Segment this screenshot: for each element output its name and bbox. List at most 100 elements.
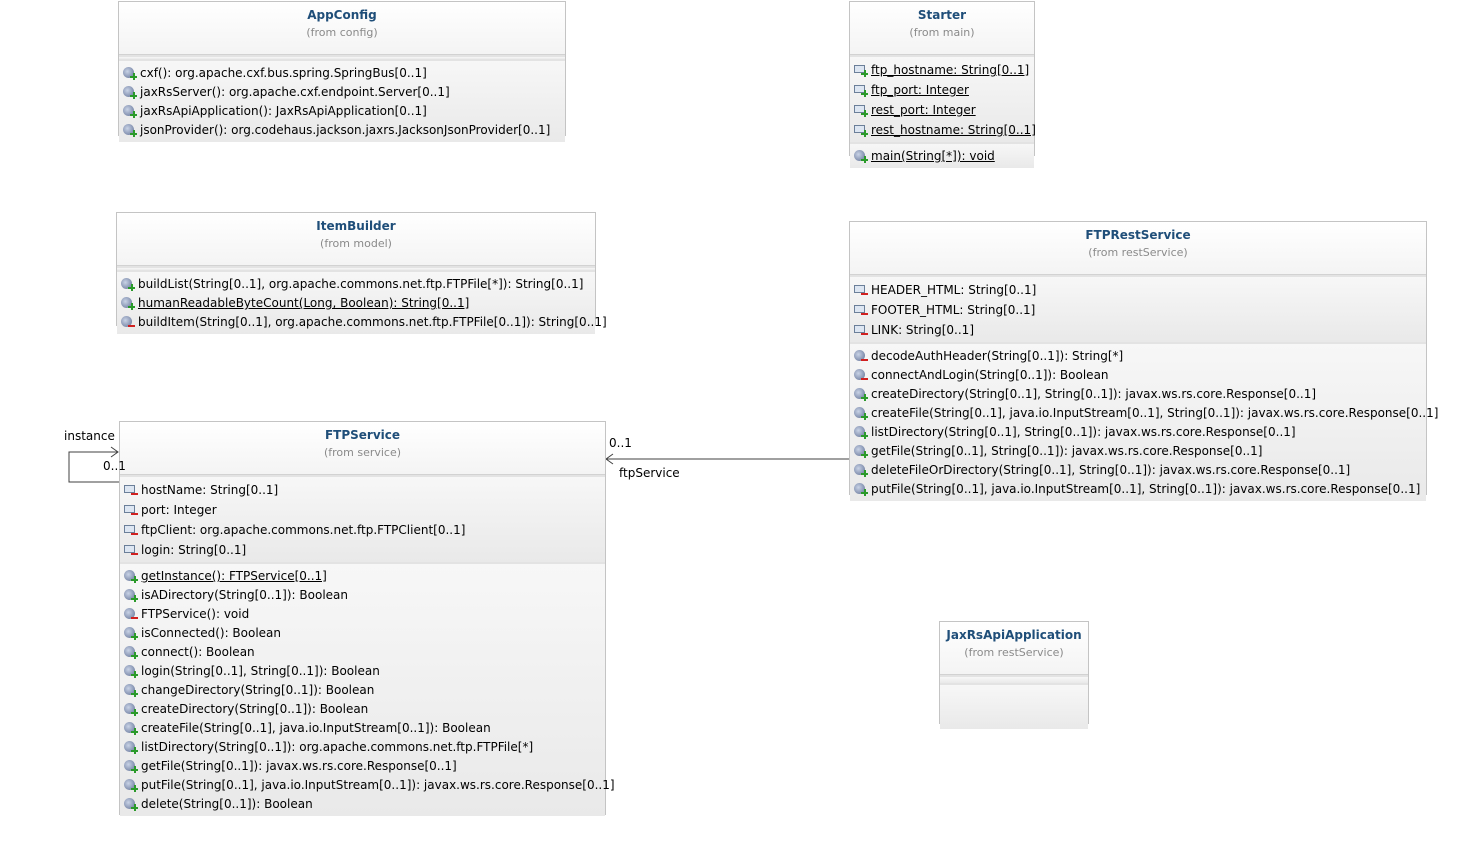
ftpservice-multiplicity-label: 0..1 xyxy=(609,436,632,450)
attribute-signature: rest_port: Integer xyxy=(871,103,976,117)
attribute-signature: ftpClient: org.apache.commons.net.ftp.FT… xyxy=(141,523,466,537)
operation-signature: buildItem(String[0..1], org.apache.commo… xyxy=(138,315,607,329)
operation-signature: createFile(String[0..1], java.io.InputSt… xyxy=(871,406,1439,420)
operation-signature: putFile(String[0..1], java.io.InputStrea… xyxy=(141,778,615,792)
class-jaxrsapiapplication[interactable]: JaxRsApiApplication (from restService) xyxy=(939,621,1089,729)
operation-icon xyxy=(854,388,868,401)
attribute-signature: ftp_port: Integer xyxy=(871,83,969,97)
operation-row[interactable]: jsonProvider(): org.codehaus.jackson.jax… xyxy=(119,121,565,140)
operation-row[interactable]: createFile(String[0..1], java.io.InputSt… xyxy=(850,404,1438,423)
attribute-row[interactable]: login: String[0..1] xyxy=(120,540,605,560)
class-name: Starter xyxy=(917,8,967,22)
class-package: (from main) xyxy=(909,26,975,39)
operation-signature: login(String[0..1], String[0..1]): Boole… xyxy=(141,664,380,678)
attribute-row[interactable]: rest_port: Integer xyxy=(850,100,1034,120)
operation-row[interactable]: cxf(): org.apache.cxf.bus.spring.SpringB… xyxy=(119,64,565,83)
attribute-row[interactable]: ftp_hostname: String[0..1] xyxy=(850,60,1034,80)
operation-row[interactable]: getFile(String[0..1], String[0..1]): jav… xyxy=(850,442,1426,461)
operation-row[interactable]: connectAndLogin(String[0..1]): Boolean xyxy=(850,366,1426,385)
operation-row[interactable]: deleteFileOrDirectory(String[0..1], Stri… xyxy=(850,461,1426,480)
operation-row[interactable]: jaxRsApiApplication(): JaxRsApiApplicati… xyxy=(119,102,565,121)
operation-signature: connect(): Boolean xyxy=(141,645,255,659)
attribute-icon xyxy=(854,324,868,335)
operation-row[interactable]: login(String[0..1], String[0..1]): Boole… xyxy=(120,662,605,681)
attribute-row[interactable]: LINK: String[0..1] xyxy=(850,320,1426,340)
operation-row[interactable]: changeDirectory(String[0..1]): Boolean xyxy=(120,681,605,700)
operation-signature: main(String[*]): void xyxy=(871,149,995,163)
operation-row[interactable]: putFile(String[0..1], java.io.InputStrea… xyxy=(120,776,615,795)
operation-signature: createDirectory(String[0..1]): Boolean xyxy=(141,702,369,716)
operation-row[interactable]: putFile(String[0..1], java.io.InputStrea… xyxy=(850,480,1426,499)
class-name: FTPService xyxy=(324,428,401,442)
operation-signature: getInstance(): FTPService[0..1] xyxy=(141,569,327,583)
class-appconfig[interactable]: AppConfig (from config) cxf(): org.apach… xyxy=(118,1,566,142)
attribute-row[interactable]: hostName: String[0..1] xyxy=(120,480,605,500)
class-itembuilder[interactable]: ItemBuilder (from model) buildList(Strin… xyxy=(116,212,607,334)
attribute-signature: hostName: String[0..1] xyxy=(141,483,279,497)
operation-row[interactable]: buildList(String[0..1], org.apache.commo… xyxy=(117,275,595,294)
attribute-signature: LINK: String[0..1] xyxy=(871,323,975,337)
attribute-icon xyxy=(854,124,868,137)
attribute-signature: login: String[0..1] xyxy=(141,543,247,557)
class-package: (from service) xyxy=(323,446,402,459)
attribute-row[interactable]: port: Integer xyxy=(120,500,605,520)
class-package: (from config) xyxy=(306,26,378,39)
operation-row[interactable]: createFile(String[0..1], java.io.InputSt… xyxy=(120,719,605,738)
operation-row[interactable]: getFile(String[0..1]): javax.ws.rs.core.… xyxy=(120,757,605,776)
class-starter[interactable]: Starter (from main) ftp_hostname: String… xyxy=(849,1,1036,168)
operation-icon xyxy=(124,608,138,619)
operation-icon xyxy=(124,646,138,659)
operation-row[interactable]: getInstance(): FTPService[0..1] xyxy=(120,567,605,586)
operation-row[interactable]: jaxRsServer(): org.apache.cxf.endpoint.S… xyxy=(119,83,565,102)
operation-row[interactable]: listDirectory(String[0..1], String[0..1]… xyxy=(850,423,1426,442)
attributes-compartment xyxy=(940,675,1088,683)
operation-row[interactable]: connect(): Boolean xyxy=(120,643,605,662)
attribute-signature: port: Integer xyxy=(141,503,217,517)
class-package: (from restService) xyxy=(1088,246,1188,259)
operation-signature: isConnected(): Boolean xyxy=(141,626,282,640)
operation-row[interactable]: isConnected(): Boolean xyxy=(120,624,605,643)
operation-signature: getFile(String[0..1]): javax.ws.rs.core.… xyxy=(141,759,457,773)
operation-row[interactable]: listDirectory(String[0..1]): org.apache.… xyxy=(120,738,605,757)
operation-icon xyxy=(124,589,138,602)
operation-icon xyxy=(854,426,868,439)
operations-compartment: cxf(): org.apache.cxf.bus.spring.SpringB… xyxy=(119,59,565,142)
operation-row[interactable]: humanReadableByteCount(Long, Boolean): S… xyxy=(117,294,595,313)
operation-row[interactable]: buildItem(String[0..1], org.apache.commo… xyxy=(117,313,607,332)
operations-compartment: decodeAuthHeader(String[0..1]): String[*… xyxy=(850,342,1438,501)
class-name: ItemBuilder xyxy=(316,219,396,233)
operation-row[interactable]: decodeAuthHeader(String[0..1]): String[*… xyxy=(850,347,1426,366)
attribute-row[interactable]: ftpClient: org.apache.commons.net.ftp.FT… xyxy=(120,520,605,540)
operation-signature: getFile(String[0..1], String[0..1]): jav… xyxy=(871,444,1263,458)
operation-row[interactable]: FTPService(): void xyxy=(120,605,605,624)
operation-row[interactable]: createDirectory(String[0..1]): Boolean xyxy=(120,700,605,719)
attribute-icon xyxy=(124,524,138,535)
operation-icon xyxy=(124,760,138,773)
ftpservice-association-arrowhead xyxy=(605,453,614,465)
operation-signature: connectAndLogin(String[0..1]): Boolean xyxy=(871,368,1109,382)
attributes-compartment: HEADER_HTML: String[0..1]FOOTER_HTML: St… xyxy=(850,275,1426,342)
attribute-row[interactable]: ftp_port: Integer xyxy=(850,80,1034,100)
operation-icon xyxy=(854,445,868,458)
class-package: (from restService) xyxy=(964,646,1064,659)
self-association-role-label: instance xyxy=(64,429,115,443)
attribute-row[interactable]: FOOTER_HTML: String[0..1] xyxy=(850,300,1426,320)
operation-signature: putFile(String[0..1], java.io.InputStrea… xyxy=(871,482,1421,496)
class-ftpservice[interactable]: FTPService (from service) hostName: Stri… xyxy=(119,421,615,816)
operation-signature: cxf(): org.apache.cxf.bus.spring.SpringB… xyxy=(140,66,427,80)
operation-icon xyxy=(124,722,138,735)
self-association-multiplicity-label: 0..1 xyxy=(103,459,126,473)
operation-signature: jaxRsApiApplication(): JaxRsApiApplicati… xyxy=(140,104,427,118)
attribute-icon xyxy=(854,284,868,295)
attribute-icon xyxy=(124,544,138,555)
operation-row[interactable]: isADirectory(String[0..1]): Boolean xyxy=(120,586,605,605)
attribute-row[interactable]: HEADER_HTML: String[0..1] xyxy=(850,280,1426,300)
operation-row[interactable]: main(String[*]): void xyxy=(850,147,1034,166)
class-ftprestservice[interactable]: FTPRestService (from restService) HEADER… xyxy=(849,221,1438,501)
operation-row[interactable]: delete(String[0..1]): Boolean xyxy=(120,795,605,814)
operation-signature: decodeAuthHeader(String[0..1]): String[*… xyxy=(871,349,1124,363)
operation-icon xyxy=(124,798,138,811)
operation-row[interactable]: createDirectory(String[0..1], String[0..… xyxy=(850,385,1426,404)
attribute-row[interactable]: rest_hostname: String[0..1] xyxy=(850,120,1036,140)
operation-signature: createDirectory(String[0..1], String[0..… xyxy=(871,387,1317,401)
